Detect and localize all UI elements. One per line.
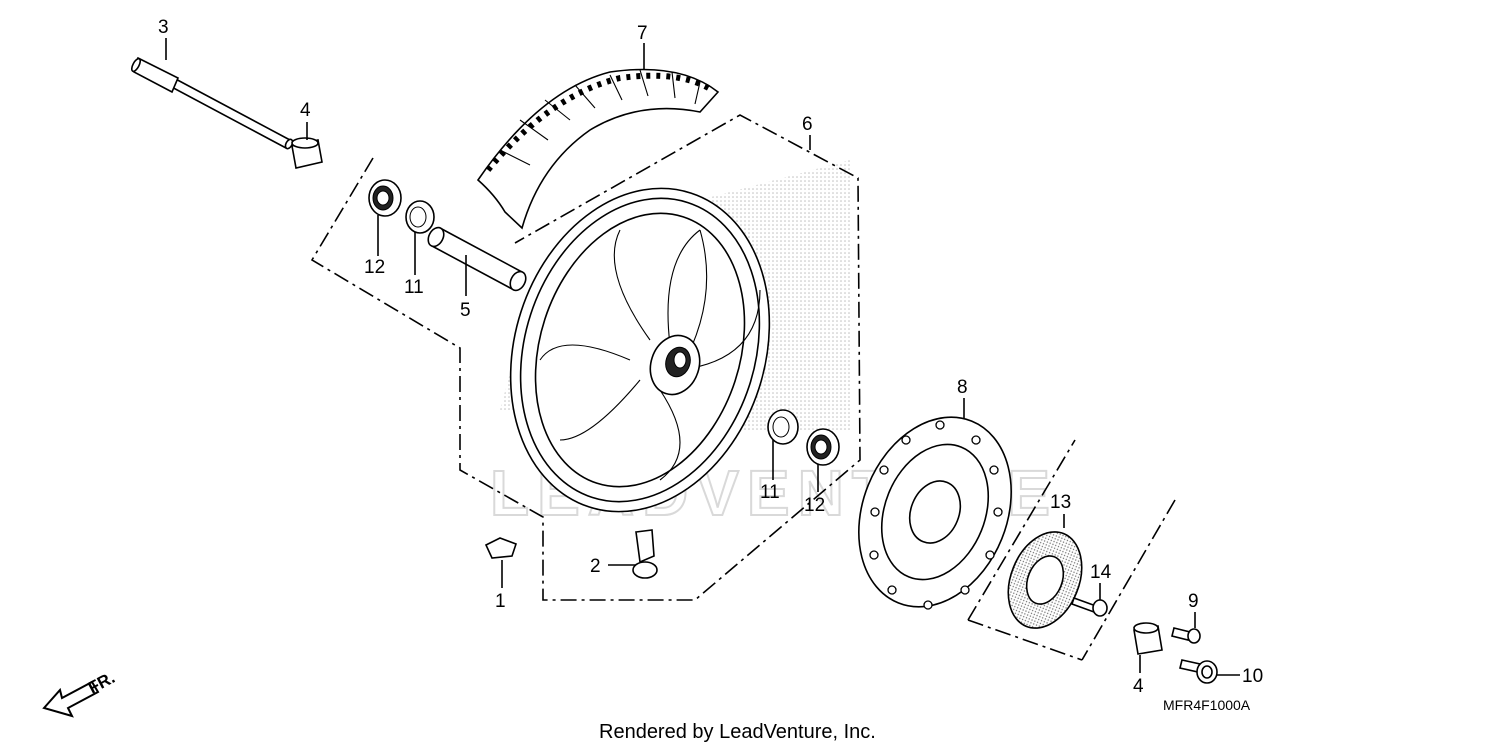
callout-3: 3	[158, 17, 169, 38]
callout-8: 8	[957, 377, 968, 398]
callout-1: 1	[495, 591, 506, 612]
front-direction-arrow: FR.	[42, 668, 118, 718]
callout-10: 10	[1242, 666, 1263, 687]
dust-seal-left	[405, 200, 435, 234]
callout-2: 2	[590, 556, 601, 577]
callout-6: 6	[802, 114, 813, 135]
distance-collar	[427, 226, 527, 292]
side-collar-right	[1133, 622, 1163, 655]
balance-weight	[484, 537, 518, 559]
side-collar-left	[291, 137, 323, 169]
dust-seal-right	[767, 409, 799, 445]
callout-12-left: 12	[364, 257, 385, 278]
diagram-code: MFR4F1000A	[1163, 697, 1251, 713]
assembly-outline	[310, 114, 861, 601]
brake-disc	[858, 416, 1012, 610]
callout-11-left: 11	[404, 277, 424, 298]
callout-7: 7	[637, 23, 648, 44]
tire-valve	[632, 529, 658, 579]
footer-credit: Rendered by LeadVenture, Inc.	[599, 721, 876, 743]
callout-4-top: 4	[300, 100, 311, 121]
pulser-ring	[967, 439, 1176, 661]
callout-4-bottom: 4	[1133, 676, 1144, 697]
callout-14: 14	[1090, 562, 1112, 583]
axle-part	[130, 56, 294, 150]
bolt-14	[1070, 596, 1108, 617]
bolt-9	[1171, 627, 1201, 644]
callout-9: 9	[1188, 591, 1199, 612]
tire-part	[476, 68, 720, 230]
callout-12-right: 12	[804, 495, 825, 516]
callout-5: 5	[460, 300, 471, 321]
leader-lines	[165, 38, 1240, 676]
bearing-right	[806, 428, 840, 466]
callout-11-right: 11	[760, 482, 780, 503]
callout-labels: 3 4 7 6 12 11 5 8 11 12 13 1 2 14 9 4 10	[158, 17, 1263, 697]
bolt-10	[1179, 659, 1218, 684]
callout-13: 13	[1050, 492, 1071, 513]
bearing-left	[368, 179, 402, 217]
wheel-rim	[509, 187, 771, 513]
